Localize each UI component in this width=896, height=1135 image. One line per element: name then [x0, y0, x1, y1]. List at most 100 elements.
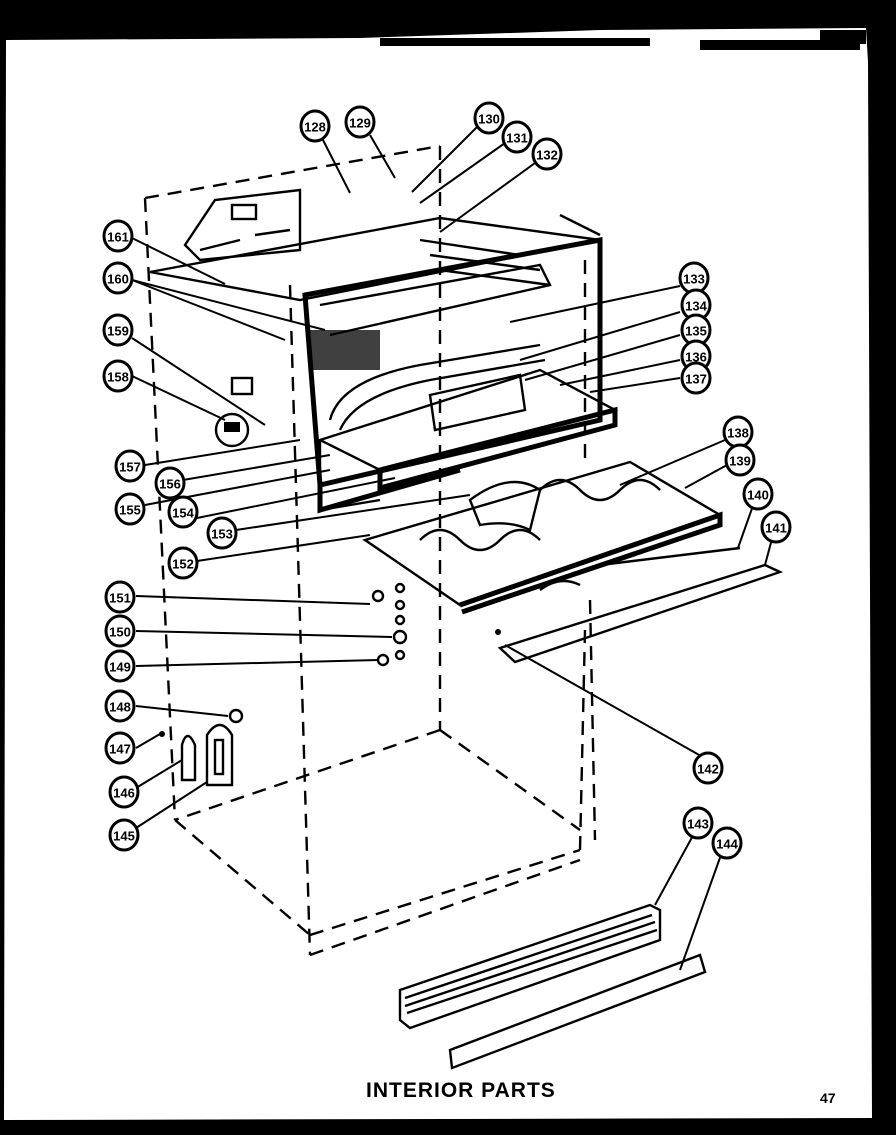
callout-label: 131	[506, 131, 528, 146]
callout-circle	[501, 120, 533, 154]
callout-label: 132	[536, 148, 558, 163]
callout-circle	[104, 580, 136, 614]
leader-lines	[131, 126, 774, 971]
callout-circle	[108, 775, 140, 809]
callout-circle	[167, 546, 199, 580]
callout-circle	[104, 731, 136, 765]
callout-142: 142	[692, 751, 724, 785]
callout-label: 134	[685, 299, 707, 314]
callout-label: 158	[107, 370, 129, 385]
callout-label: 149	[109, 660, 131, 675]
callout-label: 145	[113, 829, 135, 844]
callout-label: 159	[107, 324, 129, 339]
callout-151: 151	[104, 580, 136, 614]
callout-circle	[102, 313, 134, 347]
callout-label: 161	[107, 230, 129, 245]
callout-144: 144	[711, 826, 743, 860]
callout-137: 137	[680, 361, 712, 395]
callout-154: 154	[167, 495, 199, 529]
callouts: 128 129 130 131 132 133 134 135 136 137 138 139 140 1…	[102, 101, 792, 860]
callout-circle	[760, 510, 792, 544]
callout-circle	[104, 689, 136, 723]
callout-157: 157	[114, 449, 146, 483]
callout-circle	[724, 443, 756, 477]
callout-circle	[114, 449, 146, 483]
callout-label: 133	[683, 272, 705, 287]
callout-circle	[711, 826, 743, 860]
page-number: 47	[820, 1090, 836, 1106]
callout-159: 159	[102, 313, 134, 347]
callout-138: 138	[722, 415, 754, 449]
paper-sheet	[4, 28, 872, 1120]
callout-133: 133	[678, 261, 710, 295]
thermostat-part	[214, 376, 254, 448]
callout-label: 155	[119, 503, 141, 518]
callout-circle	[682, 806, 714, 840]
callout-circle	[104, 614, 136, 648]
callout-circle	[692, 751, 724, 785]
callout-149: 149	[104, 649, 136, 683]
callout-160: 160	[102, 261, 134, 295]
callout-circle	[473, 101, 505, 135]
callout-128: 128	[299, 109, 331, 143]
callout-circle	[344, 105, 376, 139]
callout-circle	[102, 359, 134, 393]
scan-noise	[380, 30, 866, 50]
callout-label: 128	[304, 120, 326, 135]
callout-148: 148	[104, 689, 136, 723]
callout-circle	[167, 495, 199, 529]
callout-158: 158	[102, 359, 134, 393]
callout-141: 141	[760, 510, 792, 544]
callout-140: 140	[742, 477, 774, 511]
callout-circle	[206, 516, 238, 550]
callout-label: 151	[109, 591, 131, 606]
callout-label: 147	[109, 742, 131, 757]
callout-label: 157	[119, 460, 141, 475]
callout-155: 155	[114, 492, 146, 526]
callout-label: 141	[765, 521, 787, 536]
callout-label: 153	[211, 527, 233, 542]
callout-152: 152	[167, 546, 199, 580]
callout-label: 160	[107, 272, 129, 287]
callout-150: 150	[104, 614, 136, 648]
callout-circle	[299, 109, 331, 143]
callout-156: 156	[154, 466, 186, 500]
callout-circle	[154, 466, 186, 500]
callout-label: 142	[697, 762, 719, 777]
callout-label: 129	[349, 116, 371, 131]
callout-label: 136	[685, 350, 707, 365]
callout-139: 139	[724, 443, 756, 477]
callout-129: 129	[344, 105, 376, 139]
callout-circle	[102, 261, 134, 295]
callout-label: 156	[159, 477, 181, 492]
callout-label: 130	[478, 112, 500, 127]
callout-130: 130	[473, 101, 505, 135]
rails	[497, 546, 784, 664]
callout-label: 137	[685, 372, 707, 387]
callout-135: 135	[680, 313, 712, 347]
callout-circle	[680, 361, 712, 395]
callout-label: 138	[727, 426, 749, 441]
callout-circle	[114, 492, 146, 526]
callout-label: 143	[687, 817, 709, 832]
callout-circle	[108, 818, 140, 852]
callout-circle	[102, 219, 134, 253]
callout-label: 154	[172, 506, 194, 521]
callout-label: 150	[109, 625, 131, 640]
small-parts	[159, 582, 501, 787]
callout-circle	[742, 477, 774, 511]
callout-153: 153	[206, 516, 238, 550]
freezer-liner	[302, 236, 603, 489]
breaker-strip	[398, 903, 707, 1070]
callout-label: 144	[716, 837, 738, 852]
diagram-title: INTERIOR PARTS	[366, 1079, 556, 1102]
callout-label: 135	[685, 324, 707, 339]
callout-146: 146	[108, 775, 140, 809]
callout-161: 161	[102, 219, 134, 253]
callout-label: 146	[113, 786, 135, 801]
callout-label: 140	[747, 488, 769, 503]
callout-147: 147	[104, 731, 136, 765]
control-housing	[183, 188, 302, 262]
